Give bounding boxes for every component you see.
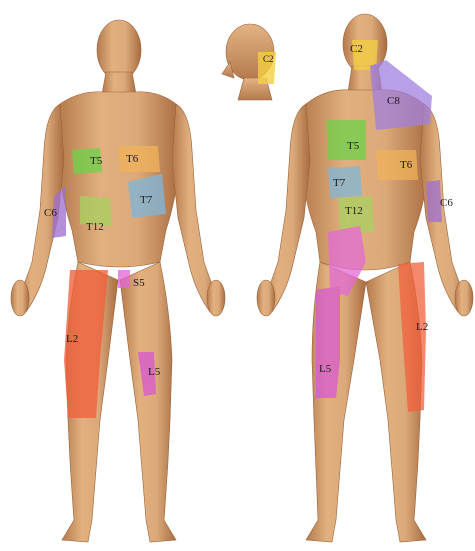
label-back-T6: T6	[400, 159, 413, 171]
zone-back-L5	[316, 286, 340, 398]
label-back-C6: C6	[440, 197, 453, 209]
label-back-T12: T12	[345, 205, 363, 217]
zone-back-T5	[326, 120, 366, 160]
label-front-T5: T5	[90, 155, 103, 167]
label-front-S5: S5	[133, 277, 145, 289]
label-back-S5: L5	[319, 363, 332, 375]
back-body	[257, 14, 473, 542]
label-front-L2: L2	[66, 333, 78, 345]
zone-front-S5	[118, 270, 130, 288]
label-front-T6: T6	[126, 153, 139, 165]
label-back-C8: C8	[387, 95, 400, 107]
zone-back-C8	[370, 60, 432, 130]
label-back-C2: C2	[350, 43, 363, 55]
label-front-C6: C6	[44, 207, 57, 219]
label-head-C2: C2	[263, 54, 274, 64]
zone-front-T6	[118, 146, 160, 172]
label-back-T7: T7	[333, 177, 346, 189]
label-back-T5: T5	[347, 140, 360, 152]
label-front-T7: T7	[140, 194, 153, 206]
label-back-L2: L2	[416, 321, 428, 333]
label-front-L5: L5	[148, 366, 161, 378]
label-front-T12: T12	[86, 221, 104, 233]
